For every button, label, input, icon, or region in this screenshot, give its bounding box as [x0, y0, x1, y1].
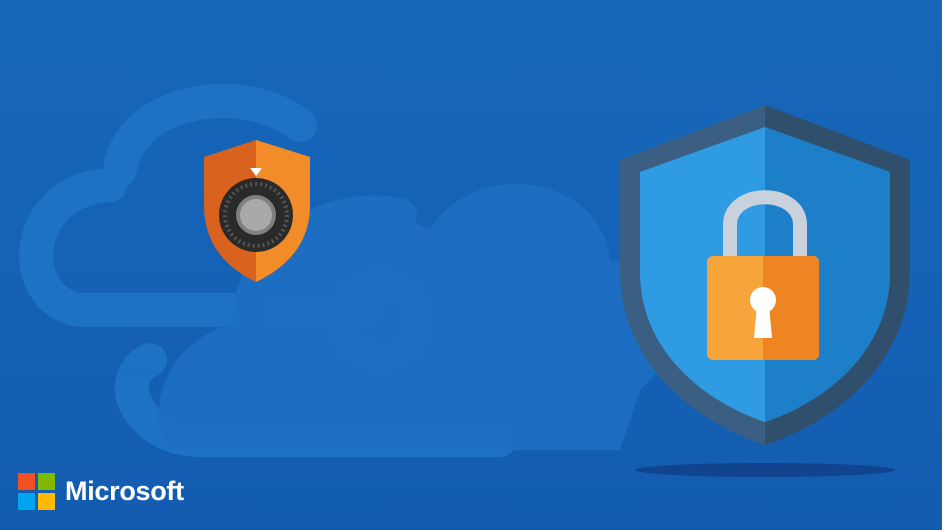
microsoft-logo-icon [18, 473, 55, 510]
brand-name: Microsoft [65, 476, 184, 506]
microsoft-brand: Microsoft [18, 473, 184, 510]
cloud-fill [158, 184, 666, 450]
shield-dial-lock-icon [204, 140, 310, 282]
logo-square-blue [18, 493, 35, 510]
logo-square-green [38, 473, 55, 490]
shield-padlock-icon [620, 105, 910, 477]
logo-square-red [18, 473, 35, 490]
logo-square-yellow [38, 493, 55, 510]
